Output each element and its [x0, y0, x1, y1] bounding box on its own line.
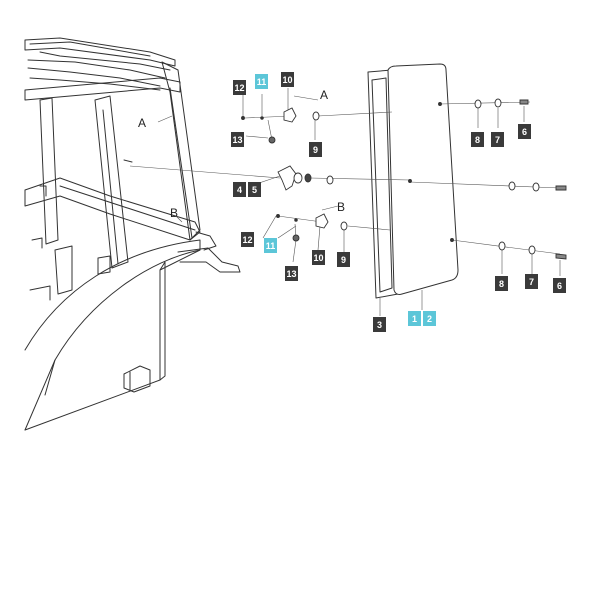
callout-6: 6: [553, 278, 566, 293]
callout-13: 13: [231, 132, 244, 147]
callout-7: 7: [491, 132, 504, 147]
callout-3: 3: [373, 317, 386, 332]
callout-12: 12: [233, 80, 246, 95]
cab-roof: [24, 37, 176, 67]
callout-2: 2: [423, 311, 436, 326]
callout-7: 7: [525, 274, 538, 289]
washer-9a: [312, 111, 320, 121]
callout-9: 9: [309, 142, 322, 157]
reference-letter-b-right: B: [337, 200, 346, 214]
callout-4: 4: [233, 182, 246, 197]
callout-11: 11: [264, 238, 277, 253]
callout-11: 11: [255, 74, 268, 89]
cab-top-rail: [24, 77, 181, 101]
callout-10: 10: [312, 250, 325, 265]
cab-middle-pillar: [94, 95, 129, 269]
reference-letter-b-left: B: [170, 206, 179, 220]
callout-6: 6: [518, 124, 531, 139]
screw-12a: [241, 116, 245, 120]
callout-13: 13: [285, 266, 298, 281]
latch-4-5: [277, 165, 297, 191]
cab-rear-pillar: [161, 61, 201, 241]
callout-8: 8: [495, 276, 508, 291]
rear-fender: [24, 239, 201, 431]
nut-13a: [268, 136, 276, 144]
cab-cross-beam: [24, 177, 201, 241]
hinge-bracket-10a: [283, 107, 297, 123]
callout-8: 8: [471, 132, 484, 147]
washer-11a: [260, 116, 264, 120]
rear-window-glass: [387, 63, 459, 295]
callout-1: 1: [408, 311, 421, 326]
reference-letter-a-right: A: [320, 88, 329, 102]
callout-12: 12: [241, 232, 254, 247]
reference-letter-a-left: A: [138, 116, 147, 130]
callout-9: 9: [337, 252, 350, 267]
callout-5: 5: [248, 182, 261, 197]
callout-10: 10: [281, 72, 294, 87]
